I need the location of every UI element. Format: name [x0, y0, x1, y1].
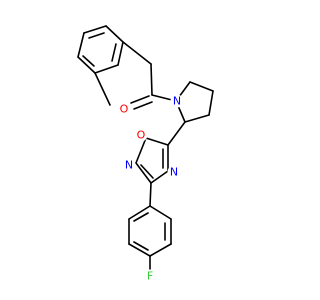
- atom-label-ring-oxygen: O: [134, 128, 148, 142]
- ring-link-bond: [167, 121, 186, 146]
- fluorine-label: F: [147, 270, 153, 283]
- atom-label-fluorine: F: [143, 269, 157, 283]
- benzyl-bond: [122, 41, 152, 65]
- atom-label-ring-nitrogen-4: N: [167, 165, 181, 179]
- pyrrolidine-nitrogen-label: N: [173, 95, 181, 108]
- ring-oxygen-label: O: [137, 129, 146, 142]
- tolyl-ring: [77, 25, 124, 74]
- oxadiazole-ring: [135, 137, 169, 184]
- fluorophenyl-ring: [128, 205, 172, 257]
- carbonyl-oxygen-label: O: [120, 103, 129, 116]
- ring-nitrogen-4-label: N: [170, 166, 178, 179]
- molecule-structure-diagram: O N O N N F: [77, 25, 214, 283]
- atom-label-pyrrolidine-nitrogen: N: [170, 94, 184, 108]
- aryl-link-bond: [149, 182, 152, 207]
- methylene-carbonyl-bond: [150, 63, 153, 96]
- atom-label-carbonyl-oxygen: O: [117, 102, 131, 116]
- atom-label-ring-nitrogen-2: N: [122, 158, 136, 172]
- ring-nitrogen-2-label: N: [125, 159, 133, 172]
- methyl-bond: [94, 72, 111, 106]
- carbonyl-double-bond: [130, 95, 153, 110]
